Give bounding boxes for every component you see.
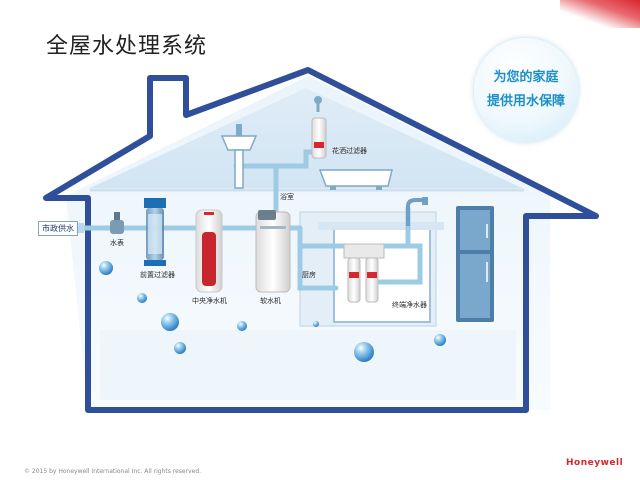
softener-icon <box>255 210 291 293</box>
water-bubbles <box>99 261 446 362</box>
terminal-purifier-icon <box>343 243 385 303</box>
refrigerator-icon <box>456 206 494 322</box>
slogan-line-1: 为您的家庭 <box>493 70 559 85</box>
water-meter-icon <box>110 212 124 234</box>
label-softener: 软水机 <box>260 297 281 305</box>
label-shower-filter: 花洒过滤器 <box>332 147 367 155</box>
water-bubble-icon <box>434 334 446 346</box>
label-water-meter: 水表 <box>110 239 124 247</box>
water-bubble-icon <box>137 293 147 303</box>
label-central-purifier: 中央净水机 <box>192 297 227 305</box>
water-bubble-icon <box>354 342 374 362</box>
shower-filter-icon <box>311 96 327 159</box>
label-bathroom: 浴室 <box>280 193 294 201</box>
slogan-badge: 为您的家庭 提供用水保障 <box>474 38 578 142</box>
label-kitchen: 厨房 <box>302 271 316 279</box>
copyright-text: © 2015 by Honeywell International Inc. A… <box>24 468 202 475</box>
pre-filter-icon <box>144 198 166 266</box>
bathtub-icon <box>318 169 393 190</box>
page-title: 全屋水处理系统 <box>46 34 208 59</box>
countertop <box>318 222 444 230</box>
faucet-icon <box>406 197 428 226</box>
water-bubble-icon <box>174 342 186 354</box>
label-pre-filter: 前置过滤器 <box>140 271 175 279</box>
corner-accent <box>560 0 640 28</box>
house-outline <box>43 67 599 413</box>
floor-shadow <box>100 330 516 400</box>
water-bubble-icon <box>99 261 113 275</box>
central-purifier-icon <box>195 209 223 293</box>
attic-area <box>90 88 522 188</box>
sink-icon <box>220 124 258 189</box>
water-bubble-icon <box>161 313 179 331</box>
label-municipal-water: 市政供水 <box>38 221 78 236</box>
slogan-line-2: 提供用水保障 <box>486 94 565 109</box>
water-bubble-icon <box>313 321 319 327</box>
brand-logo: Honeywell <box>566 458 624 468</box>
water-bubble-icon <box>237 321 247 331</box>
label-terminal-purifier: 终端净水器 <box>392 301 427 309</box>
